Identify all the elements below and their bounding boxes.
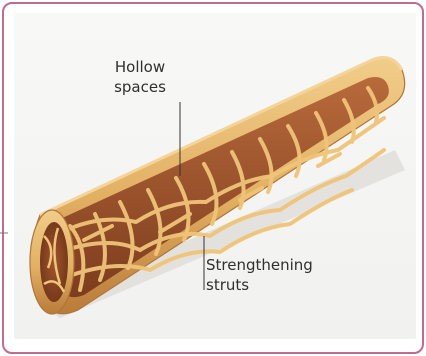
strengthening-struts-label-line1: Strengthening	[206, 255, 356, 275]
strengthening-struts-label-line2: struts	[206, 275, 356, 295]
hollow-spaces-label-line2: spaces	[100, 77, 180, 97]
hollow-spaces-label-line1: Hollow	[100, 57, 180, 77]
hollow-spaces-label: Hollow spaces	[100, 57, 180, 97]
strengthening-struts-label: Strengthening struts	[206, 255, 356, 295]
